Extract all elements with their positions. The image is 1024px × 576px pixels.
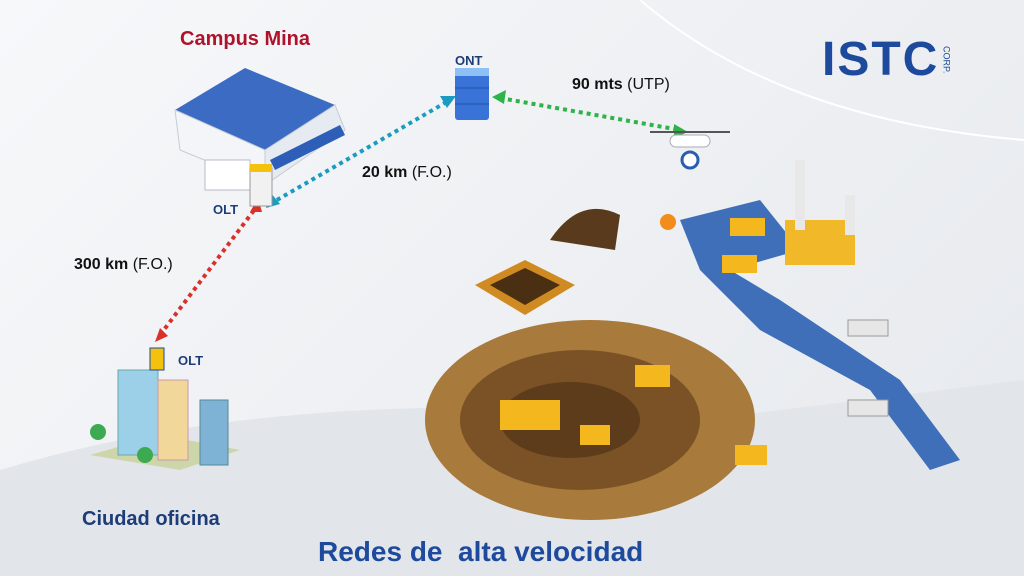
olt-city-label: OLT xyxy=(178,353,204,368)
link-distance: 300 km xyxy=(74,256,129,273)
link-label-20km: 20 km (F.O.) xyxy=(362,164,452,182)
link-label-300km: 300 km (F.O.) xyxy=(74,256,173,274)
logo-suffix: CORP. xyxy=(941,46,952,74)
campus-title: Campus Mina xyxy=(180,28,311,50)
link-distance: 20 km xyxy=(362,164,408,181)
link-distance: 90 mts xyxy=(572,76,623,93)
link-medium: (F.O.) xyxy=(132,256,173,273)
footer-title: Redes de alta velocidad xyxy=(318,536,644,567)
logo-text: ISTC xyxy=(822,33,940,86)
ont-label: ONT xyxy=(455,53,483,68)
drone-illustration xyxy=(650,131,730,170)
ont-server-illustration xyxy=(455,68,489,120)
link-90mts xyxy=(492,90,688,138)
city-title: Ciudad oficina xyxy=(82,508,220,530)
mining-site-illustration xyxy=(425,160,960,520)
olt-campus-label: OLT xyxy=(213,202,239,217)
link-medium: (F.O.) xyxy=(411,164,452,181)
link-label-90mts: 90 mts (UTP) xyxy=(572,76,670,94)
istc-logo: ISTC CORP. xyxy=(822,36,951,84)
city-buildings-illustration xyxy=(90,347,240,470)
campus-building-illustration xyxy=(174,68,346,207)
link-medium: (UTP) xyxy=(627,76,670,93)
